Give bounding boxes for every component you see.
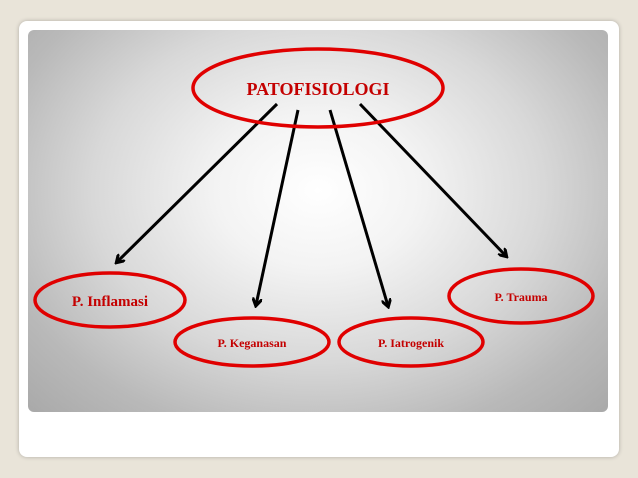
arrow-to-inflamasi — [117, 102, 279, 262]
node-trauma-ellipse — [447, 267, 595, 325]
arrow-to-trauma — [358, 102, 506, 256]
node-inflamasi-ellipse — [33, 271, 187, 329]
node-iatrogenik-label: P. Iatrogenik — [378, 336, 444, 350]
root-node: PATOFISIOLOGI — [191, 47, 445, 129]
arrow-to-iatrogenik — [328, 109, 388, 306]
slide-background — [28, 30, 608, 412]
node-inflamasi-label: P. Inflamasi — [72, 294, 148, 310]
node-keganasan-ellipse — [173, 316, 331, 368]
arrow-to-keganasan — [256, 109, 300, 305]
node-trauma: P. Trauma — [447, 267, 595, 325]
node-iatrogenik: P. Iatrogenik — [337, 316, 485, 368]
node-iatrogenik-ellipse — [337, 316, 485, 368]
node-inflamasi: P. Inflamasi — [33, 271, 187, 329]
root-ellipse — [191, 47, 445, 129]
node-keganasan: P. Keganasan — [173, 316, 331, 368]
node-trauma-label: P. Trauma — [494, 290, 547, 304]
arrows — [117, 102, 506, 306]
root-label: PATOFISIOLOGI — [246, 79, 389, 99]
node-keganasan-label: P. Keganasan — [218, 336, 287, 350]
